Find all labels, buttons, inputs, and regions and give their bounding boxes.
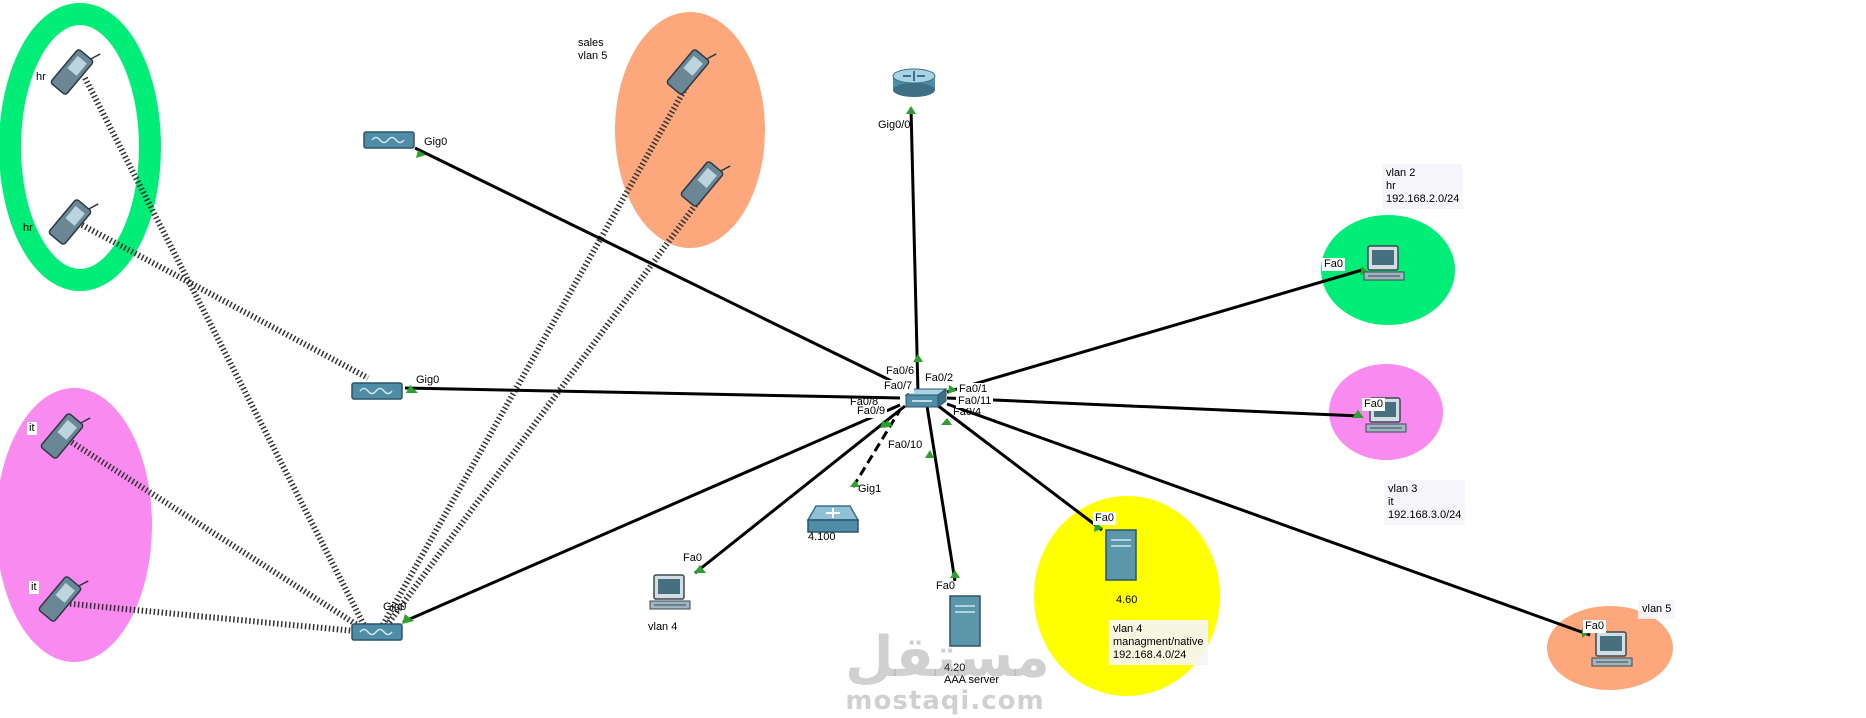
pc-it-port-label: Fa0 — [1362, 398, 1385, 411]
hr-top-label: hr — [36, 71, 46, 83]
vlan3-subnet: 192.168.3.0/24 — [1388, 509, 1462, 521]
wireless-link — [61, 600, 366, 635]
link-pc-hr — [946, 268, 1363, 394]
wireless-link — [80, 222, 370, 381]
vlan4-name: vlan 4 — [1113, 623, 1143, 635]
port-up-icon — [1352, 410, 1364, 418]
link-ctrl — [851, 409, 902, 488]
link-router — [909, 107, 920, 394]
watermark-arabic: مستقل — [845, 625, 1050, 690]
wired-links — [402, 107, 1591, 637]
watermark: مستقل mostaqi.com — [845, 625, 1050, 717]
router-port-label: Gig0/0 — [878, 119, 911, 131]
port-up-icon — [694, 565, 706, 573]
wireless-links — [61, 76, 708, 635]
hr-bottom-label: hr — [23, 222, 33, 234]
vlan3-dept: it — [1388, 496, 1394, 508]
port-up-icon — [906, 106, 916, 114]
switch[interactable] — [904, 388, 948, 408]
port-up-icon — [880, 420, 889, 428]
ap3-port-label: Gig0 — [383, 601, 407, 613]
port-up-icon — [913, 354, 923, 362]
port-indicators — [402, 106, 1590, 638]
it-bottom-label: it — [29, 581, 39, 594]
sales-zone — [615, 12, 765, 248]
phone-hr-bottom[interactable] — [48, 191, 99, 245]
server460-port-label: Fa0 — [1093, 512, 1116, 525]
link-pc-sales — [946, 402, 1591, 637]
phone-sales-top[interactable] — [666, 41, 717, 95]
access-point-2[interactable] — [351, 382, 403, 400]
switch-fa02-label: Fa0/2 — [925, 372, 954, 384]
switch-fa07-label: Fa0/7 — [882, 380, 915, 393]
watermark-latin: mostaqi.com — [845, 686, 1045, 716]
link-ap2 — [404, 386, 901, 400]
vlan4-dept: managment/native — [1113, 636, 1204, 648]
port-up-icon — [402, 614, 414, 624]
wireless-controller[interactable] — [806, 505, 860, 533]
wireless-link — [63, 435, 367, 633]
pc-it[interactable] — [1365, 397, 1407, 433]
switch-fa04-label: Fa0/4 — [953, 406, 982, 418]
wireless-link — [377, 78, 693, 632]
aaa-ip-label: 4.20 — [944, 662, 966, 674]
pc-vlan4[interactable] — [649, 574, 691, 610]
port-up-icon — [948, 385, 957, 394]
port-up-icon — [941, 418, 952, 425]
switch-fa06-label: Fa0/6 — [886, 365, 915, 377]
wireless-link — [382, 190, 708, 630]
link-pc-it — [946, 396, 1361, 418]
link-ap1 — [414, 146, 911, 392]
port-up-icon — [850, 480, 860, 487]
vlan2-name: vlan 2 — [1386, 167, 1416, 179]
switch-fa09-label: Fa0/9 — [855, 405, 888, 418]
link-ap3 — [402, 403, 901, 624]
port-up-icon — [950, 570, 960, 578]
ap2-port-label: Gig0 — [416, 374, 440, 386]
server-460[interactable] — [1105, 529, 1137, 581]
pc-hr[interactable] — [1363, 245, 1405, 281]
pc-vlan4-port-label: Fa0 — [683, 552, 702, 564]
hr-zone — [0, 3, 161, 291]
router[interactable] — [892, 68, 936, 97]
phone-hr-top[interactable] — [50, 41, 101, 95]
sales-vlan-label: vlan 5 — [578, 50, 608, 62]
sales-title-label: sales — [578, 37, 604, 49]
link-pc-vlan4 — [694, 404, 906, 575]
ap1-port-label: Gig0 — [424, 136, 448, 148]
access-point-1[interactable] — [363, 131, 415, 149]
pc-hr-port-label: Fa0 — [1322, 258, 1345, 271]
port-up-icon — [406, 385, 418, 393]
server460-ip-label: 4.60 — [1116, 594, 1138, 606]
port-up-icon — [925, 450, 934, 458]
aaa-port-label: Fa0 — [936, 580, 955, 592]
switch-fa01-label: Fa0/1 — [957, 383, 990, 396]
phone-sales-bottom[interactable] — [680, 153, 731, 207]
port-up-icon — [416, 150, 426, 158]
pc-vlan4-label: vlan 4 — [648, 621, 678, 633]
switch-fa010-label: Fa0/10 — [886, 439, 925, 452]
link-srv460 — [936, 403, 1103, 532]
vlan2-dept: hr — [1386, 180, 1396, 192]
vlan4-subnet: 192.168.4.0/24 — [1113, 649, 1187, 661]
it-top-label: it — [27, 422, 37, 435]
phone-it-top[interactable] — [40, 405, 91, 459]
vlan3-note: vlan 3 it 192.168.3.0/24 — [1384, 480, 1466, 525]
aaa-name-label: AAA server — [944, 674, 1000, 686]
phone-it-bottom[interactable] — [38, 568, 89, 622]
link-aaa — [925, 405, 957, 582]
switch-fa011-label: Fa0/11 — [956, 395, 994, 408]
controller-ip-label: 4.100 — [808, 531, 836, 543]
vlan5-note: vlan 5 — [1638, 600, 1676, 619]
access-point-3[interactable] — [351, 623, 403, 641]
vlan3-name: vlan 3 — [1388, 483, 1418, 495]
controller-port-label: Gig1 — [858, 483, 882, 495]
vlan4-note: vlan 4 managment/native 192.168.4.0/24 — [1109, 620, 1208, 665]
vlan2-note: vlan 2 hr 192.168.2.0/24 — [1382, 164, 1464, 209]
vlan2-subnet: 192.168.2.0/24 — [1386, 193, 1460, 205]
pc-sales[interactable] — [1591, 631, 1633, 667]
aaa-server[interactable] — [949, 595, 981, 647]
pc-sales-port-label: Fa0 — [1583, 620, 1606, 633]
